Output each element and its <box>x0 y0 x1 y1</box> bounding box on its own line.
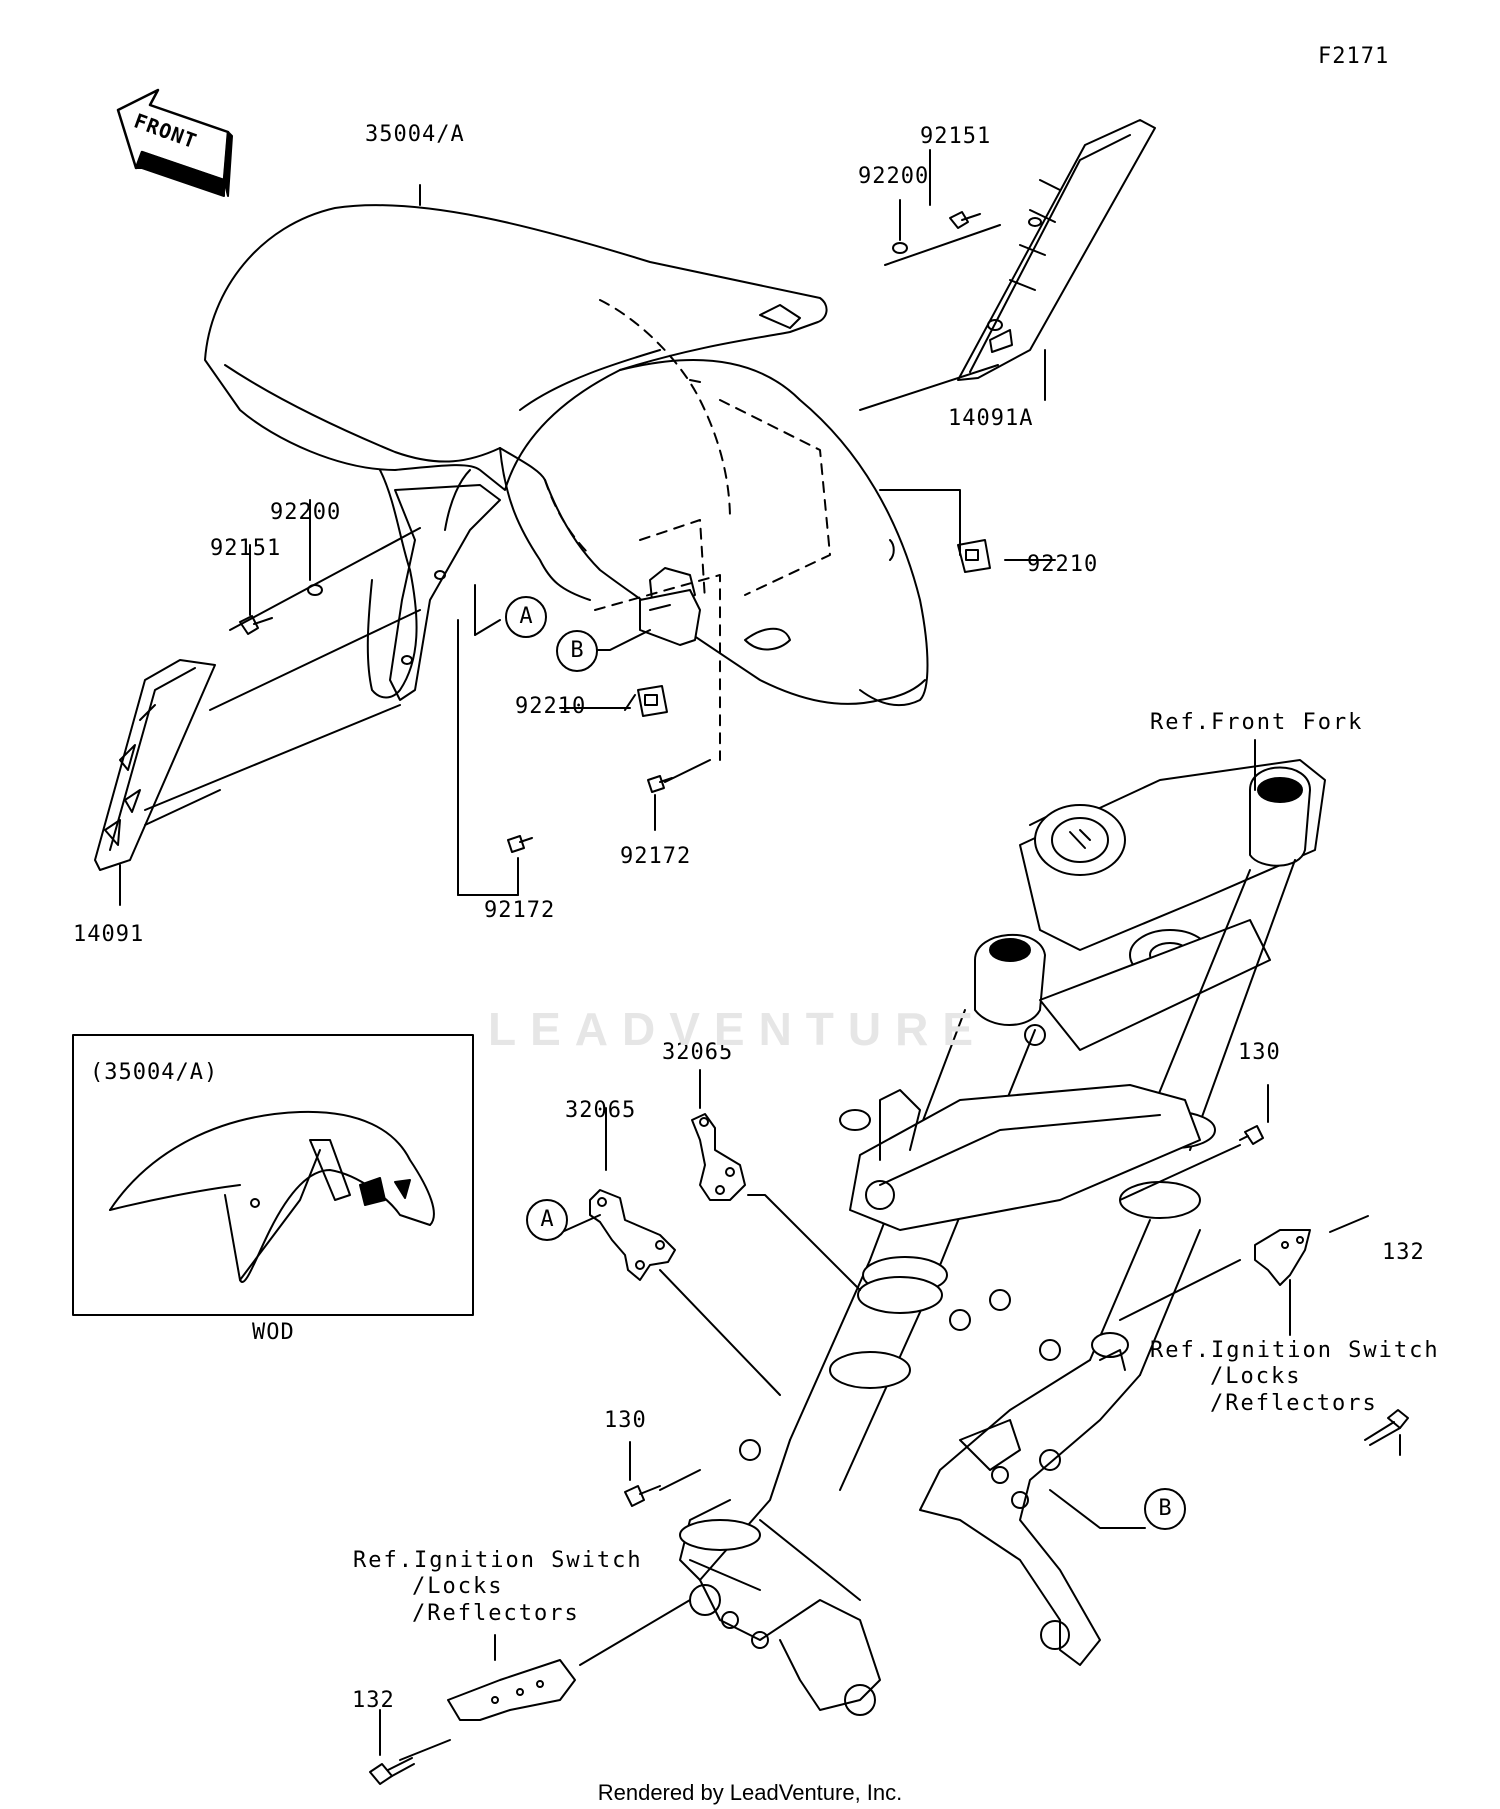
part-label-132-lower: 132 <box>352 1688 395 1713</box>
front-arrow-icon <box>116 88 233 197</box>
bolt-icon <box>949 211 981 229</box>
watermark: LEADVENTURE <box>488 1003 988 1055</box>
screw-icon <box>647 775 673 793</box>
diagram-code: F2171 <box>1318 44 1390 69</box>
screw-icon <box>507 835 533 853</box>
part-label-92200-upper: 92200 <box>858 164 930 189</box>
bracket-32065-left <box>589 1189 676 1281</box>
part-label-32065-left: 32065 <box>565 1098 637 1123</box>
ref-ignition-left-line3: /Reflectors <box>412 1601 580 1626</box>
ref-ignition-right-line1: Ref.Ignition Switch <box>1150 1338 1440 1363</box>
clip-nut-icon <box>957 539 991 573</box>
bolt-icon <box>1239 1125 1264 1145</box>
front-fender <box>204 204 929 761</box>
front-fork <box>679 759 1326 1716</box>
long-bolt-icon <box>1364 1409 1409 1446</box>
fender-center-tab <box>639 589 701 646</box>
part-label-14091: 14091 <box>73 922 145 947</box>
marker-a-fender: A <box>505 596 547 638</box>
part-label-92200-left: 92200 <box>270 500 342 525</box>
part-label-92210-right: 92210 <box>1027 552 1099 577</box>
part-label-130-lower: 130 <box>604 1408 647 1433</box>
part-label-92210-center: 92210 <box>515 694 587 719</box>
ref-ignition-left-line2: /Locks <box>412 1574 504 1599</box>
part-label-130-upper: 130 <box>1238 1040 1281 1065</box>
part-label-35004a: 35004/A <box>365 122 465 147</box>
side-cover-left <box>94 659 216 871</box>
ref-ignition-right-line2: /Locks <box>1210 1364 1302 1389</box>
bolt-icon <box>624 1485 661 1507</box>
inset-fender <box>109 1110 435 1283</box>
part-label-132-right: 132 <box>1382 1240 1425 1265</box>
part-label-32065-right: 32065 <box>662 1040 734 1065</box>
part-label-92172-center: 92172 <box>620 844 692 869</box>
marker-b-fork: B <box>1144 1488 1186 1530</box>
bolt-icon <box>239 615 273 635</box>
part-label-14091a: 14091A <box>948 406 1034 431</box>
variant-inset-box <box>72 1034 474 1316</box>
leader-lines <box>119 149 1056 906</box>
long-bolt-icon <box>369 1757 415 1785</box>
part-label-92172-left: 92172 <box>484 898 556 923</box>
inset-title: (35004/A) <box>90 1060 219 1085</box>
fender-side-bracket <box>389 484 501 701</box>
marker-a-fork: A <box>526 1199 568 1241</box>
ref-front-fork: Ref.Front Fork <box>1150 710 1364 735</box>
part-label-92151-left: 92151 <box>210 536 282 561</box>
bracket-32065-right <box>691 1113 746 1201</box>
footer-credit: Rendered by LeadVenture, Inc. <box>597 1780 903 1805</box>
marker-b-fender: B <box>556 630 598 672</box>
leader-lines <box>379 739 1401 1761</box>
clip-nut-icon <box>637 685 668 717</box>
washer-icon <box>892 242 908 254</box>
ignition-bracket-left <box>447 1659 576 1721</box>
ref-ignition-right-line3: /Reflectors <box>1210 1391 1378 1416</box>
side-cover-right <box>957 119 1156 381</box>
inset-caption: WOD <box>252 1320 295 1345</box>
part-label-92151-upper: 92151 <box>920 124 992 149</box>
ref-ignition-left-line1: Ref.Ignition Switch <box>353 1548 643 1573</box>
ignition-bracket-right <box>1254 1229 1311 1286</box>
